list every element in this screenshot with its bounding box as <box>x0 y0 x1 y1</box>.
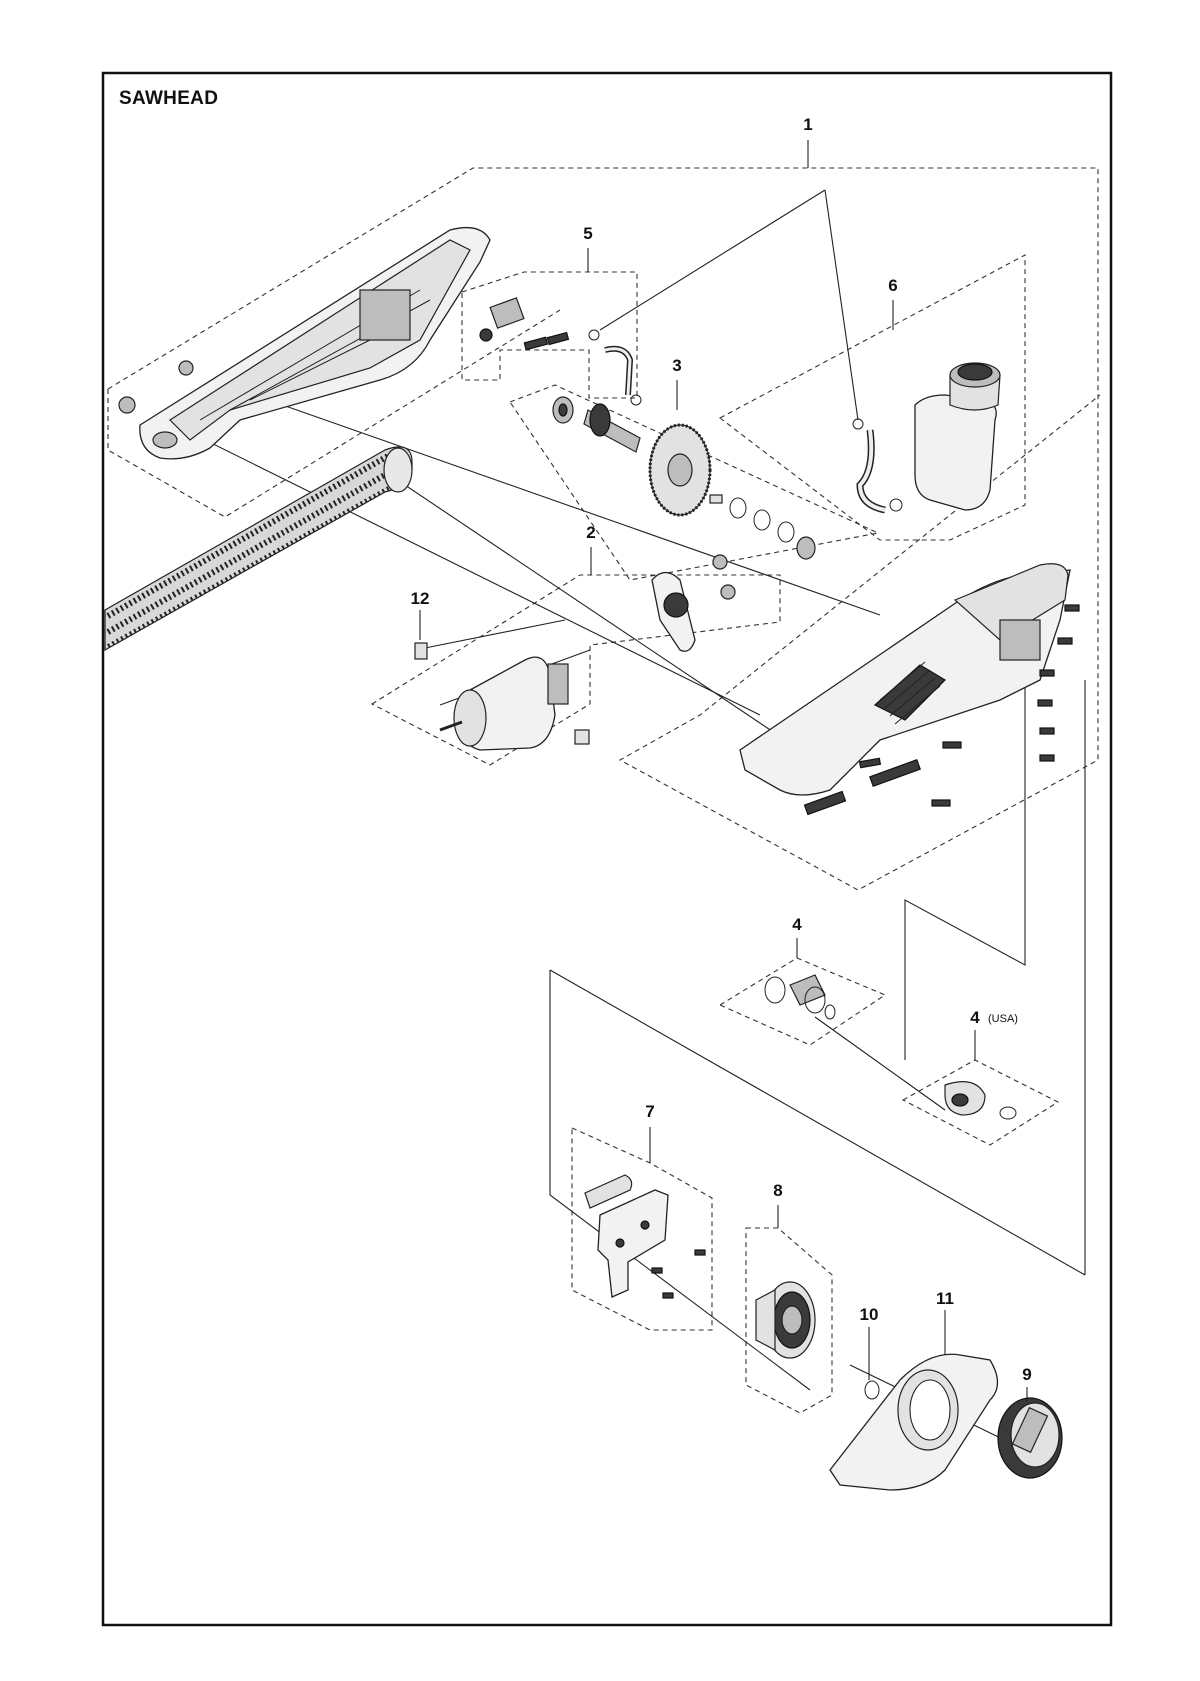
sprocket-kit <box>764 974 836 1020</box>
callout-3: 3 <box>672 356 681 375</box>
oil-tank <box>852 362 1001 514</box>
group-1-outline-left <box>107 309 561 518</box>
callout-7: 7 <box>645 1102 654 1121</box>
callout-4: 4 <box>792 915 802 934</box>
tensioner <box>755 1281 816 1359</box>
callout-11: 11 <box>936 1289 954 1308</box>
group-6-outline <box>718 254 1026 541</box>
callout-10: 10 <box>860 1305 879 1324</box>
saw-chain <box>104 446 413 652</box>
page-title: SAWHEAD <box>119 88 219 109</box>
callout-4-usa-note: (USA) <box>988 1013 1018 1025</box>
callout-12: 12 <box>411 589 430 608</box>
carbon-brushes <box>414 642 590 745</box>
axis-line-b <box>239 389 881 616</box>
oil-pump <box>479 297 642 406</box>
gear-assembly <box>552 396 816 560</box>
group-5-outline <box>461 271 638 399</box>
group-4-outline <box>718 957 887 1046</box>
chain-cover <box>829 1353 999 1491</box>
leader-1-a <box>599 189 826 331</box>
callout-2: 2 <box>586 523 595 542</box>
callout-5: 5 <box>583 224 592 243</box>
right-housing <box>739 563 1080 816</box>
axis-line-d <box>549 969 1086 1276</box>
callout-4-usa: 4 <box>970 1008 980 1027</box>
leader-1-b <box>824 189 859 421</box>
axis-line-f <box>904 660 1026 1060</box>
callout-9: 9 <box>1022 1365 1031 1384</box>
sprocket-kit-usa <box>944 1081 1017 1120</box>
bar-plate <box>584 1174 706 1299</box>
nut-1 <box>118 396 136 414</box>
left-housing <box>118 226 491 460</box>
axis-line-e <box>549 970 811 1391</box>
washer-part-10 <box>864 1380 880 1400</box>
cover-knob <box>997 1397 1063 1479</box>
axis-line-a <box>184 429 761 716</box>
axis-line-j <box>414 619 566 651</box>
nut-2 <box>178 360 194 376</box>
axis-line-h <box>814 1016 946 1111</box>
callout-1: 1 <box>803 115 812 134</box>
callout-8: 8 <box>773 1181 782 1200</box>
callout-6: 6 <box>888 276 897 295</box>
page-border <box>101 71 1113 1627</box>
axis-line-c <box>389 474 831 771</box>
group-4-usa-outline <box>901 1059 1060 1146</box>
motor-assembly <box>439 554 736 751</box>
